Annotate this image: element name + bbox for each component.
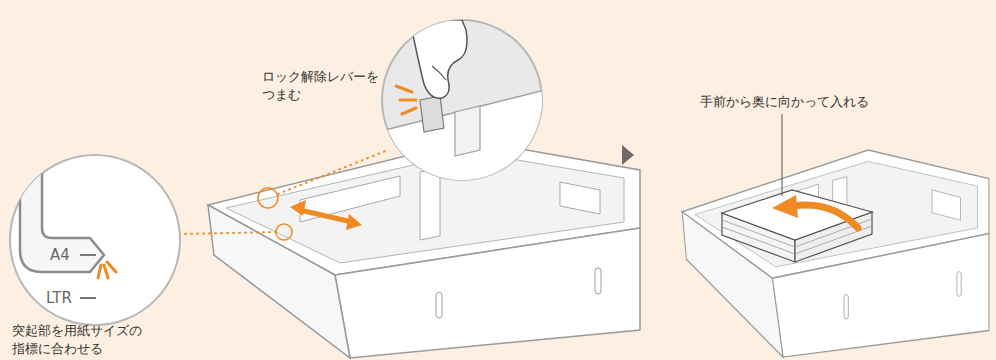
focus-circle	[258, 188, 278, 208]
pointer-mark	[104, 265, 108, 278]
paper-size-mark: LTR	[46, 288, 72, 308]
finger-line	[432, 66, 446, 80]
arrow-head	[772, 195, 798, 218]
paper-size-mark: A4	[50, 245, 70, 265]
leader-line	[782, 114, 783, 196]
arrow-head	[346, 214, 362, 230]
pinch-mark	[402, 108, 416, 114]
pointer-mark	[98, 265, 101, 278]
zoom-leader	[180, 232, 276, 234]
size-guide	[20, 150, 104, 272]
arrow-head	[290, 200, 306, 216]
focus-circle	[276, 224, 292, 240]
hand	[410, 20, 467, 98]
guide-plate	[385, 90, 545, 190]
paper-cassette	[208, 140, 640, 358]
pointer-mark	[107, 262, 116, 272]
paper-stack	[722, 190, 872, 240]
guide-slot	[455, 106, 480, 156]
zoom-leader	[278, 150, 388, 194]
instruction-text: 手前から奥に向かって入れる	[700, 93, 869, 111]
step-arrow	[622, 145, 634, 165]
pinch-mark	[400, 99, 416, 102]
pinch-mark	[396, 86, 412, 92]
slide-arrow	[300, 210, 352, 222]
size-tick	[80, 297, 96, 299]
size-tick	[80, 254, 96, 256]
instruction-text: 突起部を用紙サイズの 指標に合わせる	[12, 322, 154, 357]
release-lever	[420, 96, 444, 132]
paper-cassette	[682, 150, 989, 357]
insert-arrow	[792, 205, 858, 228]
instruction-text: ロック解除レバーを つまむ	[262, 68, 384, 103]
